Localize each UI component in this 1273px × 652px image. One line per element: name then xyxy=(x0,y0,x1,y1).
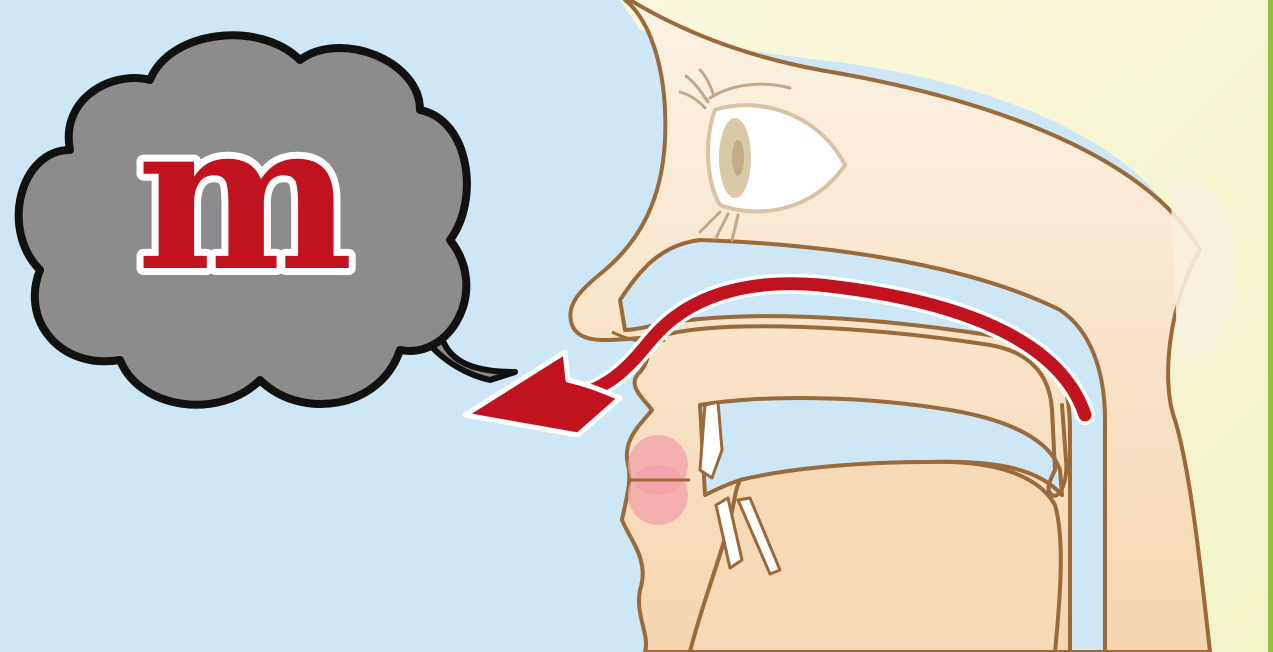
lower-lip-highlight xyxy=(628,465,688,525)
tongue xyxy=(690,462,1061,652)
bubble-letter: m xyxy=(137,77,354,317)
frame-edge xyxy=(1268,0,1273,652)
